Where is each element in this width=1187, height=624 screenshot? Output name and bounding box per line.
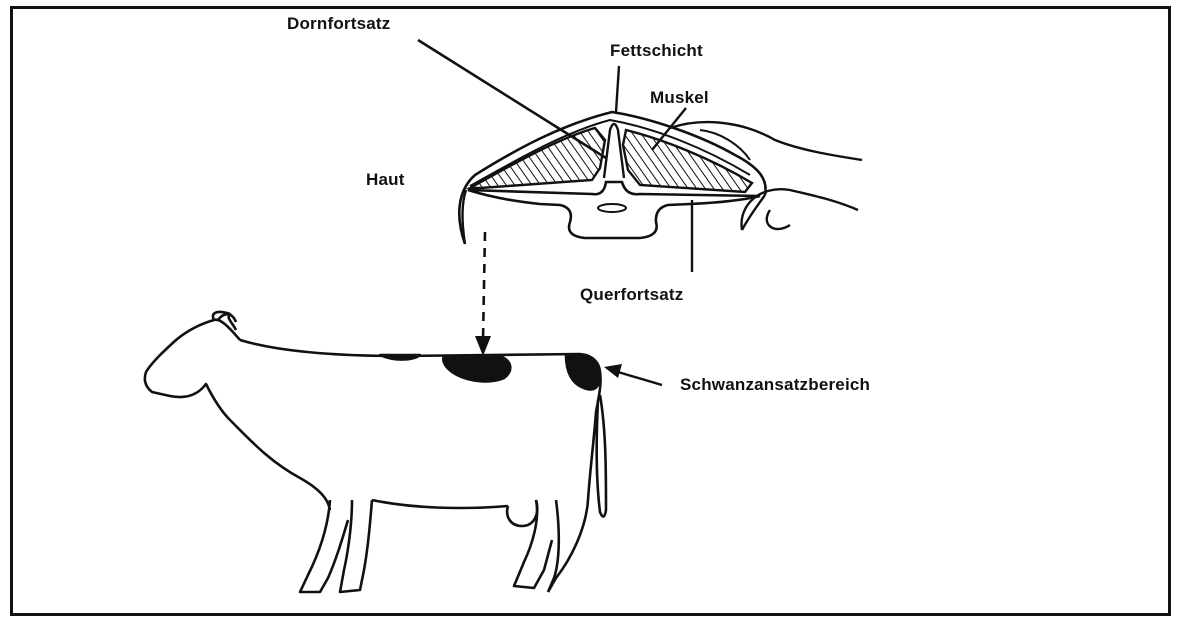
skin-right-side (742, 195, 765, 230)
dashed-arrow (475, 232, 491, 356)
back-cross-section (459, 112, 765, 244)
label-tailhead-area: Schwanzansatzbereich (680, 375, 870, 395)
cow-patch-rump (566, 355, 600, 389)
spinous-process-bone (604, 124, 624, 178)
cow-patch-neck (380, 355, 420, 360)
cow-patch-back (443, 356, 510, 381)
hand-finger-line (700, 130, 750, 160)
cow-front-legs (300, 500, 372, 592)
label-muscle: Muskel (650, 88, 709, 108)
cow-belly (372, 500, 508, 508)
label-spinous-process: Dornfortsatz (287, 14, 390, 34)
cow-body-outline (240, 340, 606, 592)
tailhead-arrow (604, 364, 662, 385)
label-transverse-process: Querfortsatz (580, 285, 683, 305)
cow-neck (230, 420, 330, 510)
cow-udder (507, 500, 537, 526)
cow-hind-legs (514, 500, 559, 592)
label-fat-layer: Fettschicht (610, 41, 703, 61)
spinal-canal (598, 204, 626, 212)
label-skin: Haut (366, 170, 405, 190)
right-muscle (623, 130, 752, 192)
cow (145, 312, 606, 592)
hand-thumb (742, 189, 858, 230)
left-muscle (470, 128, 605, 188)
leader-fat (616, 66, 619, 112)
skin-left-side (463, 190, 467, 244)
leader-spinous (418, 40, 606, 158)
cow-head (145, 312, 240, 420)
